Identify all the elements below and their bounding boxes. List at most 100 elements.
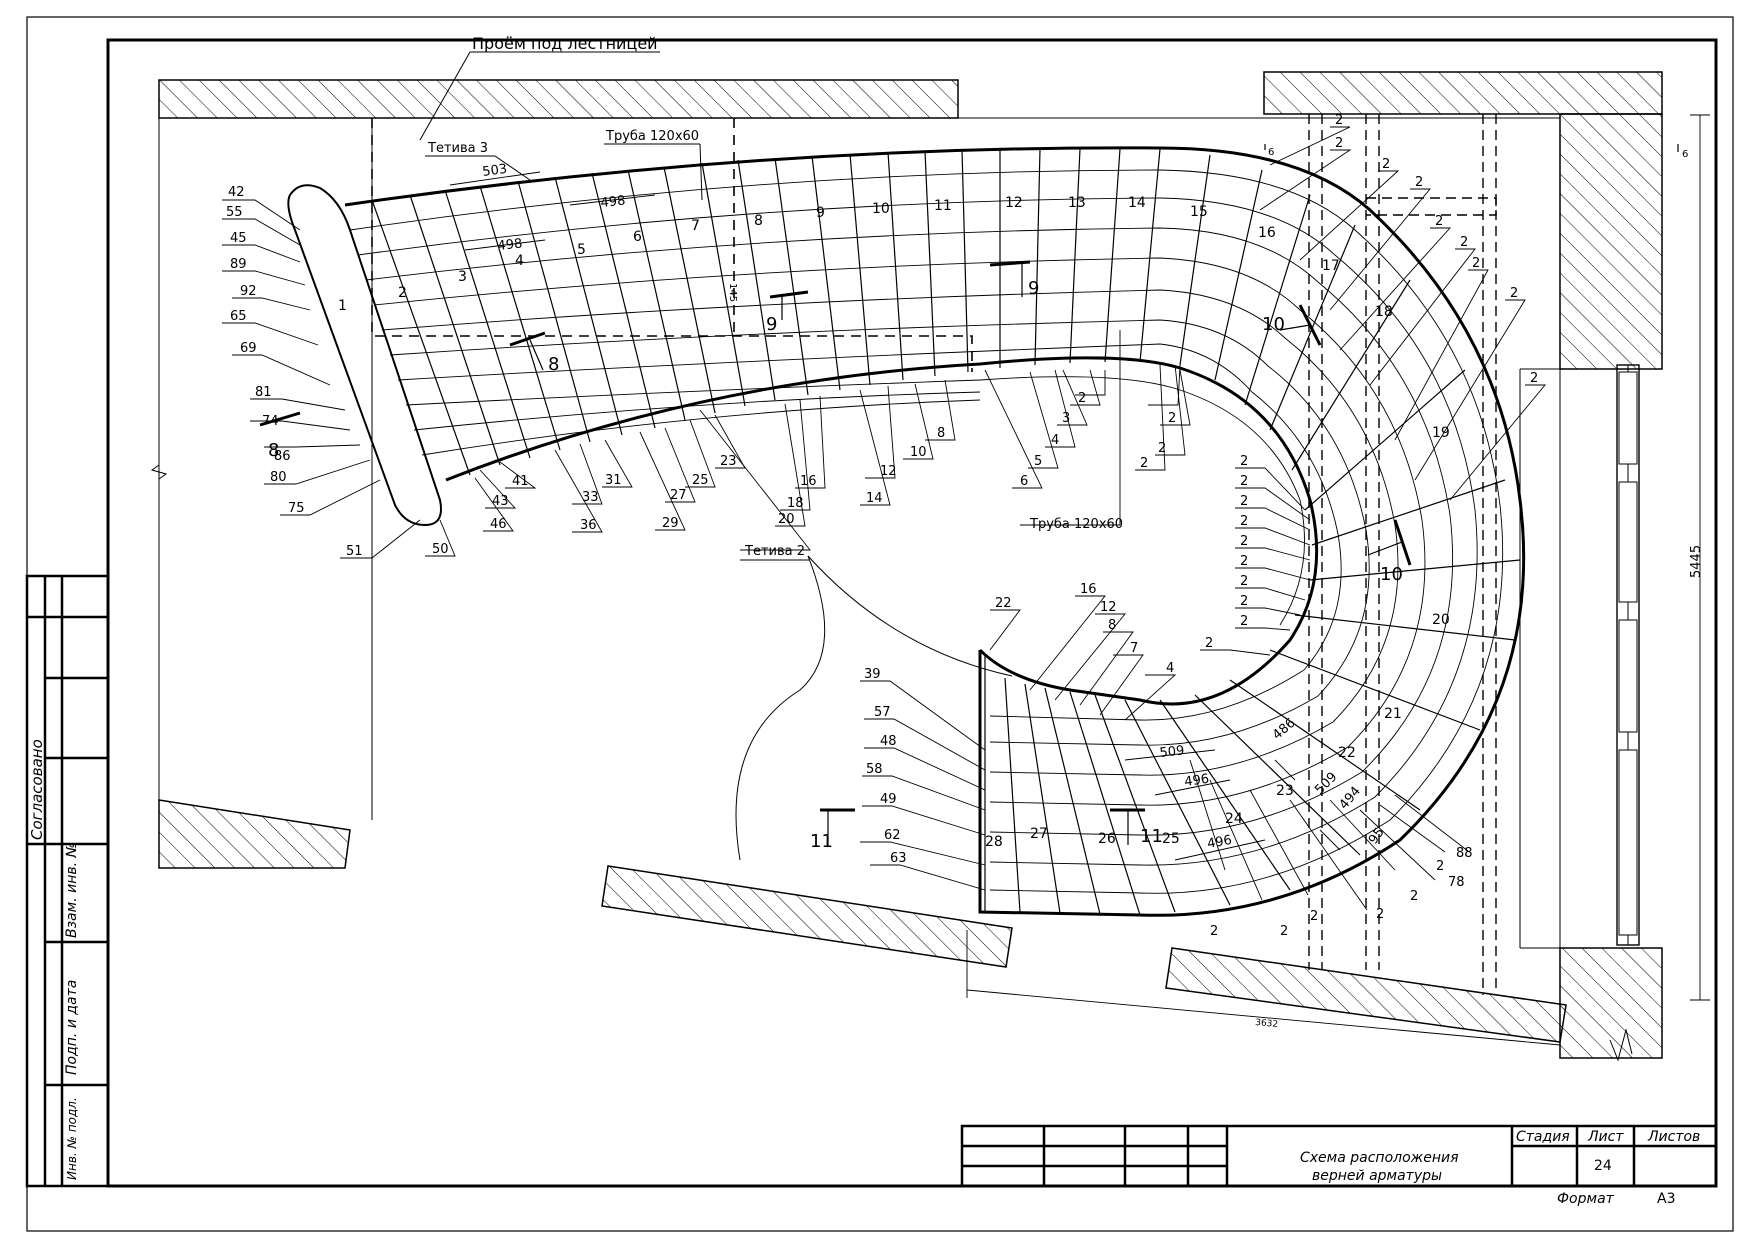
section-8a: 8 [548, 354, 559, 375]
inner-leader-labels: 2 2 2 2 2 2 2 2 2 2 [1205, 454, 1248, 651]
leader-label: 2 [1410, 889, 1418, 904]
leader-label: 2 [1240, 534, 1248, 549]
step-number: 10 [872, 201, 890, 217]
leader-label: 2 [1310, 909, 1318, 924]
step-number: 21 [1384, 706, 1402, 722]
dim-494: 494 [1337, 784, 1364, 813]
step-number: 22 [1338, 745, 1356, 761]
right-leader-lines [1259, 126, 1546, 501]
leader-label: 2 [1472, 256, 1480, 271]
leader-label: 2 [1436, 859, 1444, 874]
leader-label: 2 [1078, 391, 1086, 406]
dim-498a: 498 [600, 193, 626, 211]
step-number: 15 [1190, 204, 1208, 220]
title-line2: верней арматуры [1312, 1168, 1442, 1184]
stage-label: Стадия [1516, 1129, 1570, 1145]
pipe-bottom-label: Труба 120х60 [1029, 517, 1123, 532]
leader-label: 23 [720, 454, 737, 469]
leader-label: 92 [240, 284, 257, 299]
leader-label: 2 [1240, 574, 1248, 589]
leader-label: 49 [880, 792, 897, 807]
title-line1: Схема расположения [1300, 1150, 1459, 1166]
sheets-label: Листов [1647, 1129, 1700, 1145]
step-number: 20 [1432, 612, 1450, 628]
section-arrows [529, 144, 1679, 845]
step-number: 18 [1375, 304, 1393, 320]
leader-label: 63 [890, 851, 907, 866]
leader-label: 2 [1240, 554, 1248, 569]
stringer2-label: Тетива 2 [744, 544, 805, 559]
stringer3-leader [494, 155, 531, 181]
title-block [960, 1124, 1718, 1188]
leader-label: 4 [1051, 433, 1059, 448]
opening-leader [419, 51, 471, 141]
leader-label: 80 [270, 470, 287, 485]
pipe-top-label: Труба 120х60 [605, 129, 699, 144]
leader-label: 58 [866, 762, 883, 777]
walls [158, 71, 1663, 1059]
leader-label: 2 [1530, 371, 1538, 386]
leader-lines [222, 199, 1191, 559]
leader-label: 7 [1130, 641, 1138, 656]
leader-label: 12 [880, 464, 897, 479]
leader-label: 43 [492, 494, 509, 509]
leader-label: 55 [226, 205, 243, 220]
section-6b: 6 [1682, 149, 1688, 160]
leader-label: 57 [874, 705, 891, 720]
leader-label: 2 [1460, 235, 1468, 250]
step-number: 13 [1068, 195, 1086, 211]
leader-label: 8 [1108, 618, 1116, 633]
leader-label: 48 [880, 734, 897, 749]
step-number: 19 [1432, 425, 1450, 441]
section-9a: 9 [766, 314, 777, 335]
dim-496b: 496 [1206, 833, 1233, 852]
dim-486: 486 [1270, 716, 1299, 743]
step-number: 12 [1005, 195, 1023, 211]
leader-label: 2 [1376, 907, 1384, 922]
leader-label: 75 [288, 501, 305, 516]
leader-label: 78 [1448, 875, 1465, 890]
leader-label: 10 [910, 445, 927, 460]
step-number: 6 [633, 229, 642, 245]
step-number: 17 [1322, 258, 1340, 274]
bottom-leader-labels: 51 50 46 43 41 36 33 31 29 27 25 23 20 1… [346, 391, 1176, 559]
leader-label: 3 [1062, 411, 1070, 426]
step-number: 23 [1276, 783, 1294, 799]
leader-label: 74 [262, 414, 279, 429]
leader-label: 2 [1140, 456, 1148, 471]
step-number: 11 [934, 198, 952, 214]
leader-label: 46 [490, 517, 507, 532]
inv-label: Инв. № подл. [65, 1097, 79, 1180]
section-11a: 11 [810, 831, 833, 852]
leader-label: 86 [274, 449, 291, 464]
step-number: 5 [577, 242, 586, 258]
section-9b: 9 [1028, 278, 1039, 299]
leader-label: 5 [1034, 454, 1042, 469]
leader-label: 51 [346, 544, 363, 559]
dim-509b: 509 [1312, 770, 1340, 798]
step-number: 14 [1128, 195, 1146, 211]
sign-label: Подп. и дата [64, 980, 80, 1075]
leader-label: 2 [1435, 214, 1443, 229]
leader-label: 36 [580, 518, 597, 533]
leader-label: 20 [778, 512, 795, 527]
leader-label: 25 [692, 473, 709, 488]
sheet-label: Лист [1587, 1129, 1624, 1145]
leader-label: 39 [864, 667, 881, 682]
format-label: Формат [1557, 1191, 1615, 1207]
sheet-number: 24 [1594, 1158, 1612, 1174]
section-10b: 10 [1380, 564, 1403, 585]
step-number: 1 [338, 298, 347, 314]
leader-label: 12 [1100, 600, 1117, 615]
leader-label: 2 [1335, 113, 1343, 128]
lower-leader-labels: 22 16 12 8 7 4 39 57 48 58 49 62 63 [864, 582, 1174, 866]
outer-frame [26, 16, 1734, 1232]
dim-bottom: 3632 [1255, 1018, 1279, 1030]
step-numbers: 1 2 3 4 5 6 7 8 9 10 11 12 13 14 15 16 1… [338, 195, 1450, 850]
leader-label: 2 [1240, 474, 1248, 489]
leader-label: 88 [1456, 846, 1473, 861]
pipe-top-leader [699, 143, 703, 201]
dim-height: 5445 [1689, 545, 1704, 578]
step-number: 28 [985, 834, 1003, 850]
